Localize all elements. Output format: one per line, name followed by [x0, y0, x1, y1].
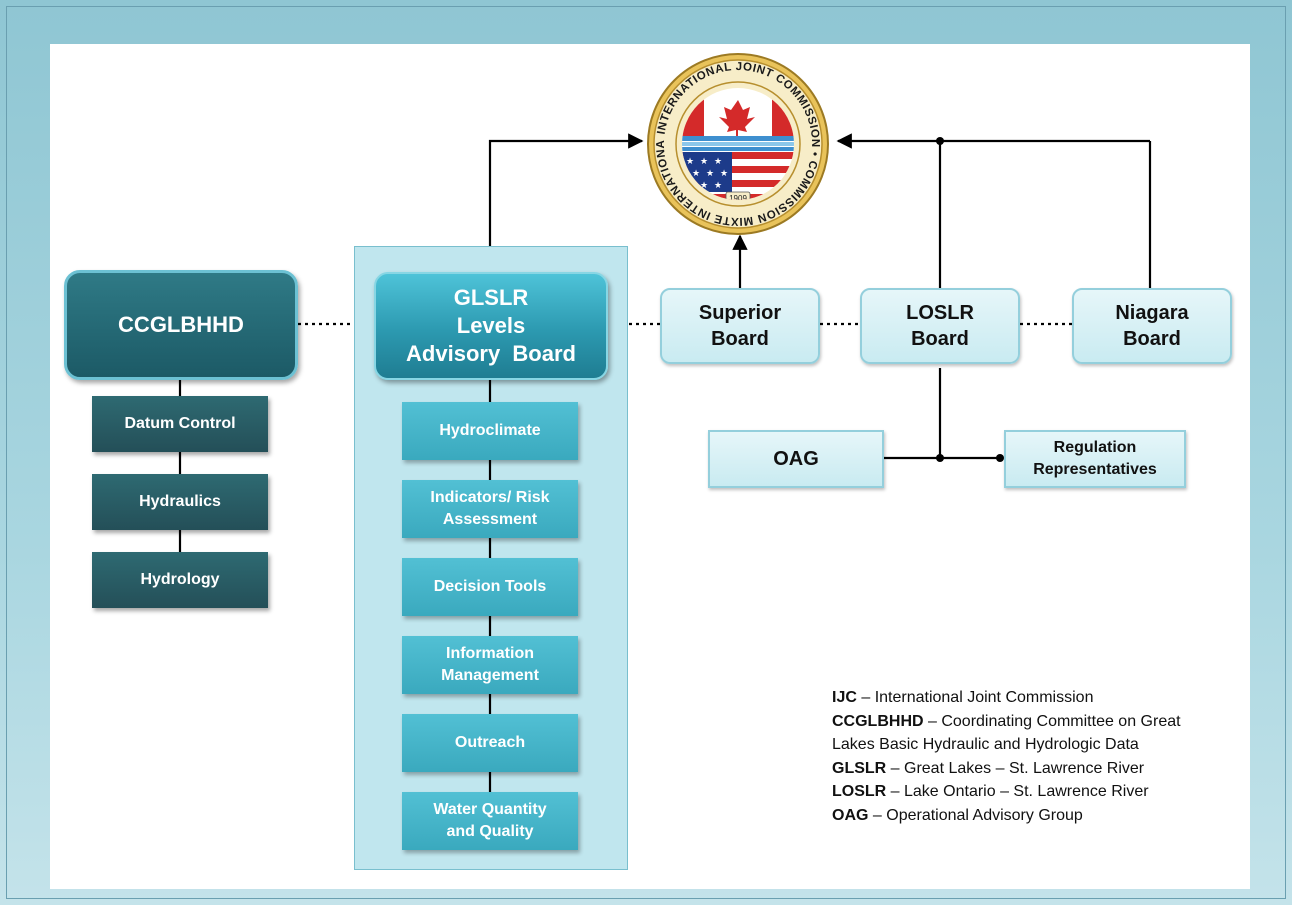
information-label-line1: Information [446, 645, 534, 662]
indicators-label-line1: Indicators/ Risk [430, 489, 550, 506]
legend-row: IJC – International Joint Commission [832, 686, 1252, 710]
regulation-label-line1: Regulation [1053, 439, 1137, 456]
legend-text: Lakes Basic Hydraulic and Hydrologic Dat… [832, 736, 1139, 753]
legend-text: – Lake Ontario – St. Lawrence River [886, 783, 1149, 800]
glslr-label-line2: Levels [456, 313, 526, 338]
superior-board-node[interactable]: Superior Board [660, 288, 820, 364]
hydrology-node[interactable]: Hydrology [92, 552, 268, 608]
niagara-label-line1: Niagara [1115, 302, 1189, 324]
ijc-seal-logo: INTERNATIONAL JOINT COMMISSION • COMMISS… [646, 52, 829, 235]
ccglbhhd-label: CCGLBHHD [118, 312, 244, 337]
regulation-label-line2: Representatives [1033, 461, 1157, 478]
hydroclimate-label: Hydroclimate [439, 422, 541, 439]
svg-text:★: ★ [714, 181, 722, 191]
legend-abbr: CCGLBHHD [832, 712, 924, 730]
legend-row: LOSLR – Lake Ontario – St. Lawrence Rive… [832, 780, 1252, 804]
superior-label-line1: Superior [698, 302, 782, 324]
hydrology-label: Hydrology [140, 571, 220, 588]
legend-abbr: GLSLR [832, 759, 887, 777]
glslr-advisory-board-node[interactable]: GLSLR Levels Advisory Board [374, 272, 608, 380]
junction-dot [936, 137, 944, 145]
water-label-line2: and Quality [446, 823, 534, 840]
superior-label-line2: Board [711, 328, 769, 350]
seal-year: 1909 [729, 194, 747, 203]
outreach-label: Outreach [454, 734, 526, 751]
legend-row: CCGLBHHD – Coordinating Committee on Gre… [832, 710, 1252, 734]
legend-row: Lakes Basic Hydraulic and Hydrologic Dat… [832, 733, 1252, 757]
niagara-label-line2: Board [1123, 328, 1181, 350]
svg-text:★: ★ [692, 169, 700, 179]
loslr-label-line2: Board [911, 328, 969, 350]
hydraulics-label: Hydraulics [139, 493, 221, 510]
decision-tools-node[interactable]: Decision Tools [402, 558, 578, 616]
datum-control-label: Datum Control [124, 415, 236, 432]
regulation-representatives-node[interactable]: Regulation Representatives [1004, 430, 1186, 488]
legend-abbr: IJC [832, 689, 857, 706]
glslr-label-line3: Advisory Board [406, 341, 576, 366]
legend-abbr: OAG [832, 806, 869, 824]
abbreviation-legend: IJC – International Joint Commission CCG… [832, 686, 1252, 827]
water-label-line1: Water Quantity [433, 801, 547, 818]
legend-abbr: LOSLR [832, 783, 887, 800]
loslr-board-node[interactable]: LOSLR Board [860, 288, 1020, 364]
indicators-risk-node[interactable]: Indicators/ Risk Assessment [402, 480, 578, 538]
svg-text:★: ★ [720, 169, 728, 179]
glslr-label-line1: GLSLR [453, 285, 529, 310]
oag-label: OAG [773, 447, 819, 470]
legend-text: – Coordinating Committee on Great [923, 712, 1181, 730]
outer-frame [6, 6, 1286, 899]
svg-text:★: ★ [706, 169, 714, 179]
oag-node[interactable]: OAG [708, 430, 884, 488]
datum-control-node[interactable]: Datum Control [92, 396, 268, 452]
outreach-node[interactable]: Outreach [402, 714, 578, 772]
svg-text:★: ★ [700, 157, 708, 167]
indicators-label-line2: Assessment [442, 511, 538, 528]
svg-text:★: ★ [700, 181, 708, 191]
decision-tools-label: Decision Tools [433, 578, 547, 595]
glslr-to-ijc-line [488, 133, 644, 272]
svg-text:★: ★ [686, 157, 694, 167]
hydroclimate-node[interactable]: Hydroclimate [402, 402, 578, 460]
information-management-node[interactable]: Information Management [402, 636, 578, 694]
legend-row: GLSLR – Great Lakes – St. Lawrence River [832, 757, 1252, 781]
information-label-line2: Management [441, 667, 539, 684]
niagara-board-node[interactable]: Niagara Board [1072, 288, 1232, 364]
legend-text: – International Joint Commission [856, 689, 1094, 706]
hydraulics-node[interactable]: Hydraulics [92, 474, 268, 530]
legend-text: – Great Lakes – St. Lawrence River [886, 759, 1145, 777]
ccglbhhd-node[interactable]: CCGLBHHD [64, 270, 298, 380]
water-quantity-quality-node[interactable]: Water Quantity and Quality [402, 792, 578, 850]
legend-row: OAG – Operational Advisory Group [832, 804, 1252, 828]
loslr-label-line1: LOSLR [906, 302, 974, 324]
junction-dot [996, 454, 1004, 462]
legend-text: – Operational Advisory Group [868, 806, 1083, 824]
svg-text:★: ★ [714, 157, 722, 167]
junction-dot [936, 454, 944, 462]
